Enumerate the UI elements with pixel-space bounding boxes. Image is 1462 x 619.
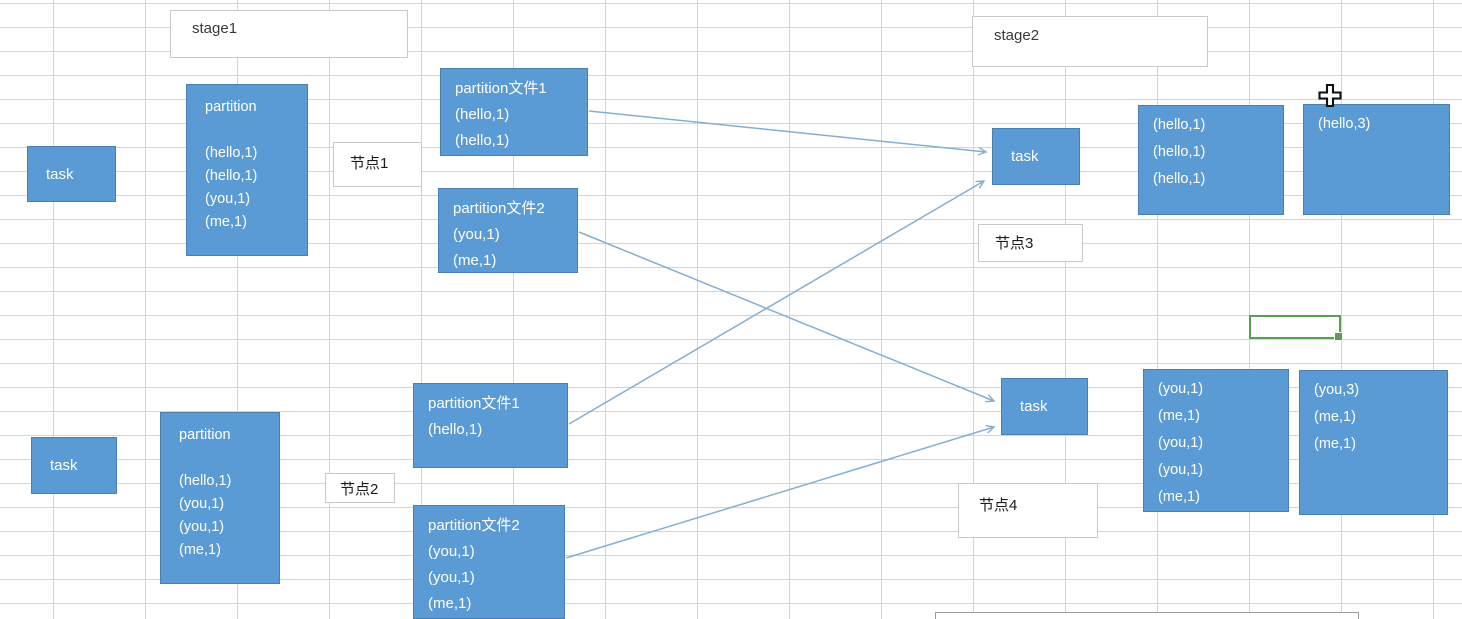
stage2-label-box[interactable]: stage2 bbox=[972, 16, 1208, 67]
node1-label-box[interactable]: 节点1 bbox=[333, 142, 422, 187]
node3-title: 节点3 bbox=[995, 235, 1034, 252]
fill-handle[interactable] bbox=[1334, 332, 1343, 341]
connector-file1top-to-task3[interactable] bbox=[588, 110, 986, 152]
stage1-partition-file1-top[interactable]: partition文件1 (hello,1) (hello,1) bbox=[440, 68, 588, 156]
node1-title: 节点1 bbox=[350, 155, 389, 172]
stage2-title: stage2 bbox=[994, 27, 1040, 44]
stage2-task-top[interactable]: task bbox=[992, 128, 1080, 185]
stage2-task-bottom[interactable]: task bbox=[1001, 378, 1088, 435]
connector-file1bottom-to-task3[interactable] bbox=[568, 181, 984, 425]
cell-cross-cursor-icon bbox=[1318, 84, 1342, 108]
stage1-task-top[interactable]: task bbox=[27, 146, 116, 202]
partial-label-box-bottom[interactable] bbox=[935, 612, 1359, 619]
stage2-shuffle-bottom[interactable]: (you,1) (me,1) (you,1) (you,1) (me,1) bbox=[1143, 369, 1289, 512]
node2-label-box[interactable]: 节点2 bbox=[325, 473, 395, 503]
node4-label-box[interactable]: 节点4 bbox=[958, 483, 1098, 538]
node4-title: 节点4 bbox=[979, 497, 1018, 514]
stage1-title: stage1 bbox=[192, 20, 238, 37]
stage1-partition-file1-bottom[interactable]: partition文件1 (hello,1) bbox=[413, 383, 568, 468]
stage1-label-box[interactable]: stage1 bbox=[170, 10, 408, 58]
connector-file2top-to-task4[interactable] bbox=[578, 231, 994, 401]
selected-cell-outline[interactable] bbox=[1249, 315, 1343, 341]
node3-label-box[interactable]: 节点3 bbox=[978, 224, 1083, 262]
stage2-result-bottom[interactable]: (you,3) (me,1) (me,1) bbox=[1299, 370, 1448, 515]
node2-title: 节点2 bbox=[340, 481, 379, 498]
stage2-result-top[interactable]: (hello,3) bbox=[1303, 104, 1450, 215]
stage1-partition-file2-top[interactable]: partition文件2 (you,1) (me,1) bbox=[438, 188, 578, 273]
stage1-task-bottom[interactable]: task bbox=[31, 437, 117, 494]
stage2-shuffle-top[interactable]: (hello,1) (hello,1) (hello,1) bbox=[1138, 105, 1284, 215]
stage1-partition-file2-bottom[interactable]: partition文件2 (you,1) (you,1) (me,1) bbox=[413, 505, 565, 619]
stage1-partition-top[interactable]: partition (hello,1) (hello,1) (you,1) (m… bbox=[186, 84, 308, 256]
connector-file2bottom-to-task4[interactable] bbox=[565, 427, 994, 559]
stage1-partition-bottom[interactable]: partition (hello,1) (you,1) (you,1) (me,… bbox=[160, 412, 280, 584]
